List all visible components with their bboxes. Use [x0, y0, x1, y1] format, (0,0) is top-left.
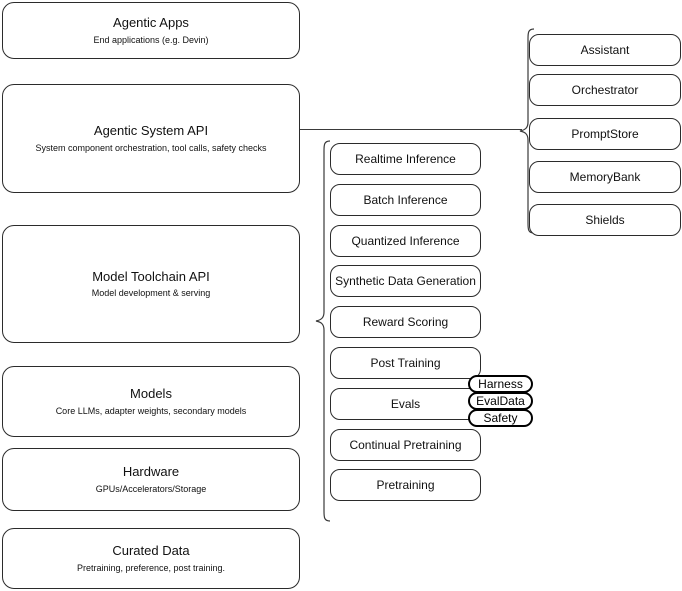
layer-subtitle: GPUs/Accelerators/Storage [95, 483, 207, 494]
toolchain-item-label: Synthetic Data Generation [335, 273, 476, 288]
system-item-label: Orchestrator [571, 82, 639, 97]
layer-subtitle: Model development & serving [91, 288, 211, 298]
system-item-promptstore[interactable]: PromptStore [529, 118, 681, 150]
toolchain-item-label: Quantized Inference [351, 233, 460, 248]
layer-title: Models [130, 386, 172, 402]
toolchain-item-reward-scoring[interactable]: Reward Scoring [330, 306, 481, 338]
layer-curated-data[interactable]: Curated Data Pretraining, preference, po… [2, 528, 300, 589]
toolchain-item-label: Batch Inference [363, 192, 448, 207]
layer-hardware[interactable]: Hardware GPUs/Accelerators/Storage [2, 448, 300, 511]
toolchain-item-realtime-inference[interactable]: Realtime Inference [330, 143, 481, 175]
layer-title: Model Toolchain API [92, 268, 210, 284]
evals-chip-label: Safety [483, 411, 518, 425]
evals-chip-label: Harness [478, 377, 523, 391]
toolchain-item-evals[interactable]: Evals [330, 388, 481, 420]
layer-title: Hardware [122, 464, 180, 480]
evals-chip-evaldata[interactable]: EvalData [468, 392, 533, 410]
system-item-orchestrator[interactable]: Orchestrator [529, 74, 681, 106]
layer-models[interactable]: Models Core LLMs, adapter weights, secon… [2, 366, 300, 437]
layer-subtitle: End applications (e.g. Devin) [93, 34, 209, 45]
layer-title: Agentic System API [93, 123, 209, 139]
evals-chip-label: EvalData [476, 394, 525, 408]
toolchain-item-label: Evals [390, 396, 421, 411]
layer-model-toolchain-api[interactable]: Model Toolchain API Model development & … [2, 225, 300, 343]
layer-subtitle: Core LLMs, adapter weights, secondary mo… [55, 405, 247, 416]
system-item-label: Assistant [580, 42, 630, 57]
layer-agentic-apps[interactable]: Agentic Apps End applications (e.g. Devi… [2, 2, 300, 59]
toolchain-item-label: Post Training [370, 355, 441, 370]
layer-subtitle: System component orchestration, tool cal… [35, 142, 267, 153]
system-item-label: MemoryBank [569, 169, 641, 184]
toolchain-item-label: Continual Pretraining [349, 437, 462, 452]
toolchain-item-label: Reward Scoring [362, 314, 449, 329]
brace-system-components [519, 28, 535, 234]
toolchain-item-continual-pretraining[interactable]: Continual Pretraining [330, 429, 481, 461]
toolchain-item-pretraining[interactable]: Pretraining [330, 469, 481, 501]
layer-agentic-system-api[interactable]: Agentic System API System component orch… [2, 84, 300, 193]
layer-title: Curated Data [112, 543, 190, 559]
evals-chip-safety[interactable]: Safety [468, 409, 533, 427]
toolchain-item-quantized-inference[interactable]: Quantized Inference [330, 225, 481, 257]
brace-toolchain [315, 140, 331, 522]
layer-title: Agentic Apps [113, 15, 189, 31]
toolchain-item-batch-inference[interactable]: Batch Inference [330, 184, 481, 216]
toolchain-item-synthetic-data-generation[interactable]: Synthetic Data Generation [330, 265, 481, 297]
evals-chip-harness[interactable]: Harness [468, 375, 533, 393]
layer-subtitle: Pretraining, preference, post training. [76, 562, 226, 573]
toolchain-item-label: Realtime Inference [355, 151, 456, 166]
connector-system-api-to-components [300, 129, 522, 130]
system-item-assistant[interactable]: Assistant [529, 34, 681, 66]
system-item-label: Shields [585, 212, 625, 227]
system-item-shields[interactable]: Shields [529, 204, 681, 236]
toolchain-item-post-training[interactable]: Post Training [330, 347, 481, 379]
system-item-memorybank[interactable]: MemoryBank [529, 161, 681, 193]
toolchain-item-label: Pretraining [376, 477, 435, 492]
system-item-label: PromptStore [571, 126, 639, 141]
